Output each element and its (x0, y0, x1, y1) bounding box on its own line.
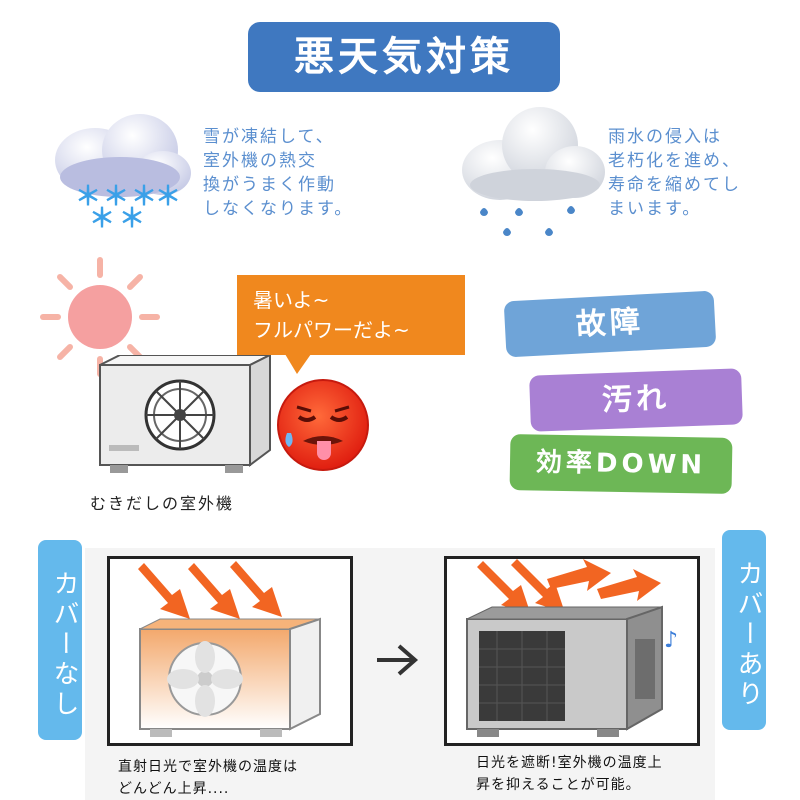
tag-failure: 故障 (503, 290, 717, 358)
svg-text:＊: ＊ (89, 204, 115, 234)
bubble-tail (285, 354, 311, 374)
label-no-cover: カバーなし (38, 540, 82, 740)
svg-text:＊: ＊ (119, 204, 145, 234)
panel-no-cover (107, 556, 353, 746)
rain-note: 雨水の侵入は 老朽化を進め、 寿命を縮めてし まいます。 (608, 127, 741, 219)
unit-caption: むきだしの室外機 (90, 494, 235, 513)
no-cover-illustration (138, 561, 321, 737)
svg-text:＊: ＊ (155, 182, 181, 212)
svg-text:＊: ＊ (103, 182, 129, 212)
snow-note: 雪が凍結して、 室外機の熱交 換がうまく作動 しなくなります。 (203, 127, 354, 219)
snow-cloud-icon: ＊＊＊＊ ＊＊ (55, 114, 191, 234)
outdoor-unit-icon (99, 355, 271, 473)
arrow-right-icon (377, 644, 419, 676)
no-cover-caption: 直射日光で室外機の温度は どんどん上昇.... (118, 759, 298, 797)
with-cover-caption: 日光を遮断!室外機の温度上 昇を抑えることが可能。 (476, 755, 663, 793)
tag-efficiency-down: 効率DOWN (509, 434, 733, 494)
panel-with-cover (444, 556, 700, 746)
tag-dirt: 汚れ (529, 368, 743, 432)
sun-icon (40, 257, 160, 377)
rain-cloud-icon (462, 107, 605, 236)
with-cover-illustration (466, 559, 663, 737)
svg-text:＊: ＊ (131, 182, 157, 212)
hot-face-icon (277, 379, 369, 471)
svg-text:＊: ＊ (75, 182, 101, 212)
music-note-icon: ♪ (664, 628, 679, 653)
label-with-cover: カバーあり (722, 530, 766, 730)
speech-bubble: 暑いよ~ フルパワーだよ~ (237, 275, 465, 355)
page-title: 悪天気対策 (248, 22, 560, 92)
